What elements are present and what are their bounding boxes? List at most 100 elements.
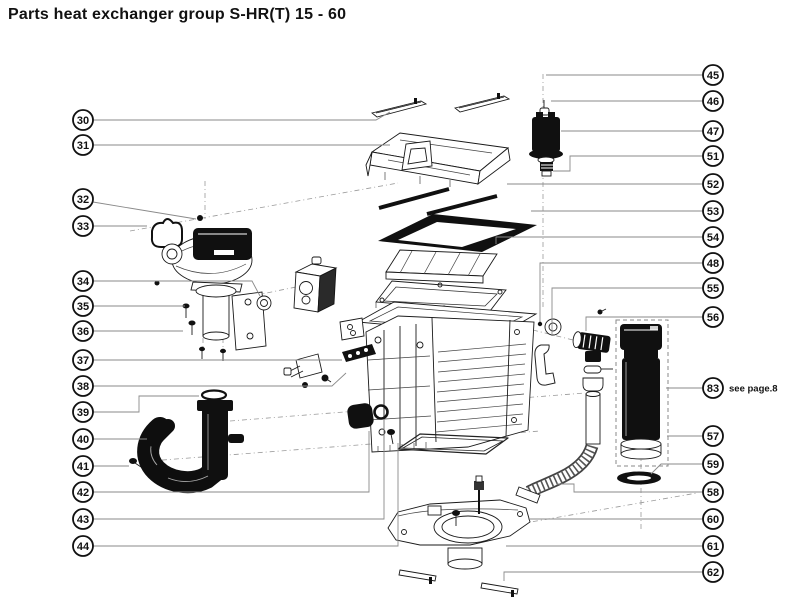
svg-text:36: 36 — [77, 326, 89, 338]
callout-34: 34 — [72, 270, 94, 292]
callout-39: 39 — [72, 401, 94, 423]
callout-44: 44 — [72, 535, 94, 557]
callout-38: 38 — [72, 375, 94, 397]
svg-text:42: 42 — [77, 487, 89, 499]
flue-fitting — [572, 331, 613, 445]
leader-lines — [92, 74, 703, 581]
insulation-block — [385, 249, 498, 284]
callout-37: 37 — [72, 349, 94, 371]
svg-text:54: 54 — [707, 232, 720, 244]
callout-33: 33 — [72, 215, 94, 237]
heat-exchanger-body — [339, 301, 607, 453]
air-intake-duct — [137, 400, 244, 494]
svg-text:48: 48 — [707, 258, 719, 270]
leader-38 — [93, 372, 347, 387]
svg-text:47: 47 — [707, 126, 719, 138]
callout-47: 47 — [702, 120, 724, 142]
callout-59: 59 — [702, 453, 724, 475]
leader-44 — [93, 443, 399, 547]
fan-blower — [154, 215, 253, 293]
callout-48: 48 — [702, 252, 724, 274]
pan-gasket — [397, 433, 509, 455]
svg-text:40: 40 — [77, 434, 89, 446]
leader-59 — [650, 463, 703, 475]
svg-text:45: 45 — [707, 70, 719, 82]
condensate-pan — [387, 499, 531, 570]
duct-screw — [129, 458, 142, 468]
callout-42: 42 — [72, 481, 94, 503]
leader-30 — [93, 111, 391, 121]
svg-text:41: 41 — [77, 461, 89, 473]
svg-text:30: 30 — [77, 115, 89, 127]
svg-text:31: 31 — [77, 140, 89, 152]
svg-text:46: 46 — [707, 96, 719, 108]
mounting-strips — [371, 93, 511, 118]
ignition-electrode — [283, 353, 332, 388]
callouts: 30 31 32 33 34 35 36 37 38 39 40 41 42 43 44 45 46 47 51 52… — [72, 64, 778, 583]
flexible-hose — [515, 443, 599, 504]
leader-56 — [585, 316, 703, 331]
svg-text:37: 37 — [77, 355, 89, 367]
callout-52: 52 — [702, 173, 724, 195]
callout-32: 32 — [72, 188, 94, 210]
venturi-mixer — [182, 284, 272, 361]
callout-41: 41 — [72, 455, 94, 477]
svg-text:60: 60 — [707, 514, 719, 526]
callout-45: 45 — [702, 64, 724, 86]
callout-54: 54 — [702, 226, 724, 248]
callout-43: 43 — [72, 508, 94, 530]
svg-text:53: 53 — [707, 206, 719, 218]
callout-60: 60 — [702, 508, 724, 530]
svg-text:56: 56 — [707, 312, 719, 324]
svg-text:55: 55 — [707, 283, 719, 295]
callout-35: 35 — [72, 295, 94, 317]
svg-text:52: 52 — [707, 179, 719, 191]
leader-62 — [503, 571, 703, 581]
svg-text:32: 32 — [77, 194, 89, 206]
callout-40: 40 — [72, 428, 94, 450]
callout-46: 46 — [702, 90, 724, 112]
callout-53: 53 — [702, 200, 724, 222]
svg-text:34: 34 — [77, 276, 90, 288]
leader-34 — [93, 280, 261, 297]
leader-54 — [495, 236, 703, 244]
svg-text:51: 51 — [707, 151, 719, 163]
flue-sensor — [529, 100, 563, 177]
svg-text:33: 33 — [77, 221, 89, 233]
callout-30: 30 — [72, 109, 94, 131]
leader-43 — [93, 419, 385, 520]
svg-text:61: 61 — [707, 541, 719, 553]
sensor-pocket — [347, 403, 395, 445]
leader-39 — [93, 395, 199, 413]
retaining-strap — [534, 344, 556, 386]
pan-screw — [452, 510, 460, 526]
blower-gasket — [150, 218, 183, 248]
svg-text:62: 62 — [707, 567, 719, 579]
callout-57: 57 — [702, 425, 724, 447]
parts-artwork — [129, 93, 669, 597]
intake-oring — [200, 389, 228, 401]
strip-gaskets — [378, 187, 498, 216]
gas-valve — [293, 256, 338, 313]
callout-62: 62 — [702, 561, 724, 583]
leader-32 — [92, 201, 197, 220]
burner-gasket — [378, 214, 537, 252]
svg-text:39: 39 — [77, 407, 89, 419]
silencer-assembly — [615, 319, 669, 467]
top-cover — [365, 132, 511, 187]
silencer-gasket — [617, 471, 661, 485]
callout-55: 55 — [702, 277, 724, 299]
svg-text:57: 57 — [707, 431, 719, 443]
level-sensor — [474, 475, 484, 514]
leader-42 — [93, 431, 370, 493]
callout-51: 51 — [702, 145, 724, 167]
svg-text:58: 58 — [707, 487, 719, 499]
svg-text:35: 35 — [77, 301, 89, 313]
svg-text:38: 38 — [77, 381, 89, 393]
callout-36: 36 — [72, 320, 94, 342]
pan-strips — [398, 569, 519, 597]
page-title: Parts heat exchanger group S-HR(T) 15 - … — [8, 6, 347, 23]
